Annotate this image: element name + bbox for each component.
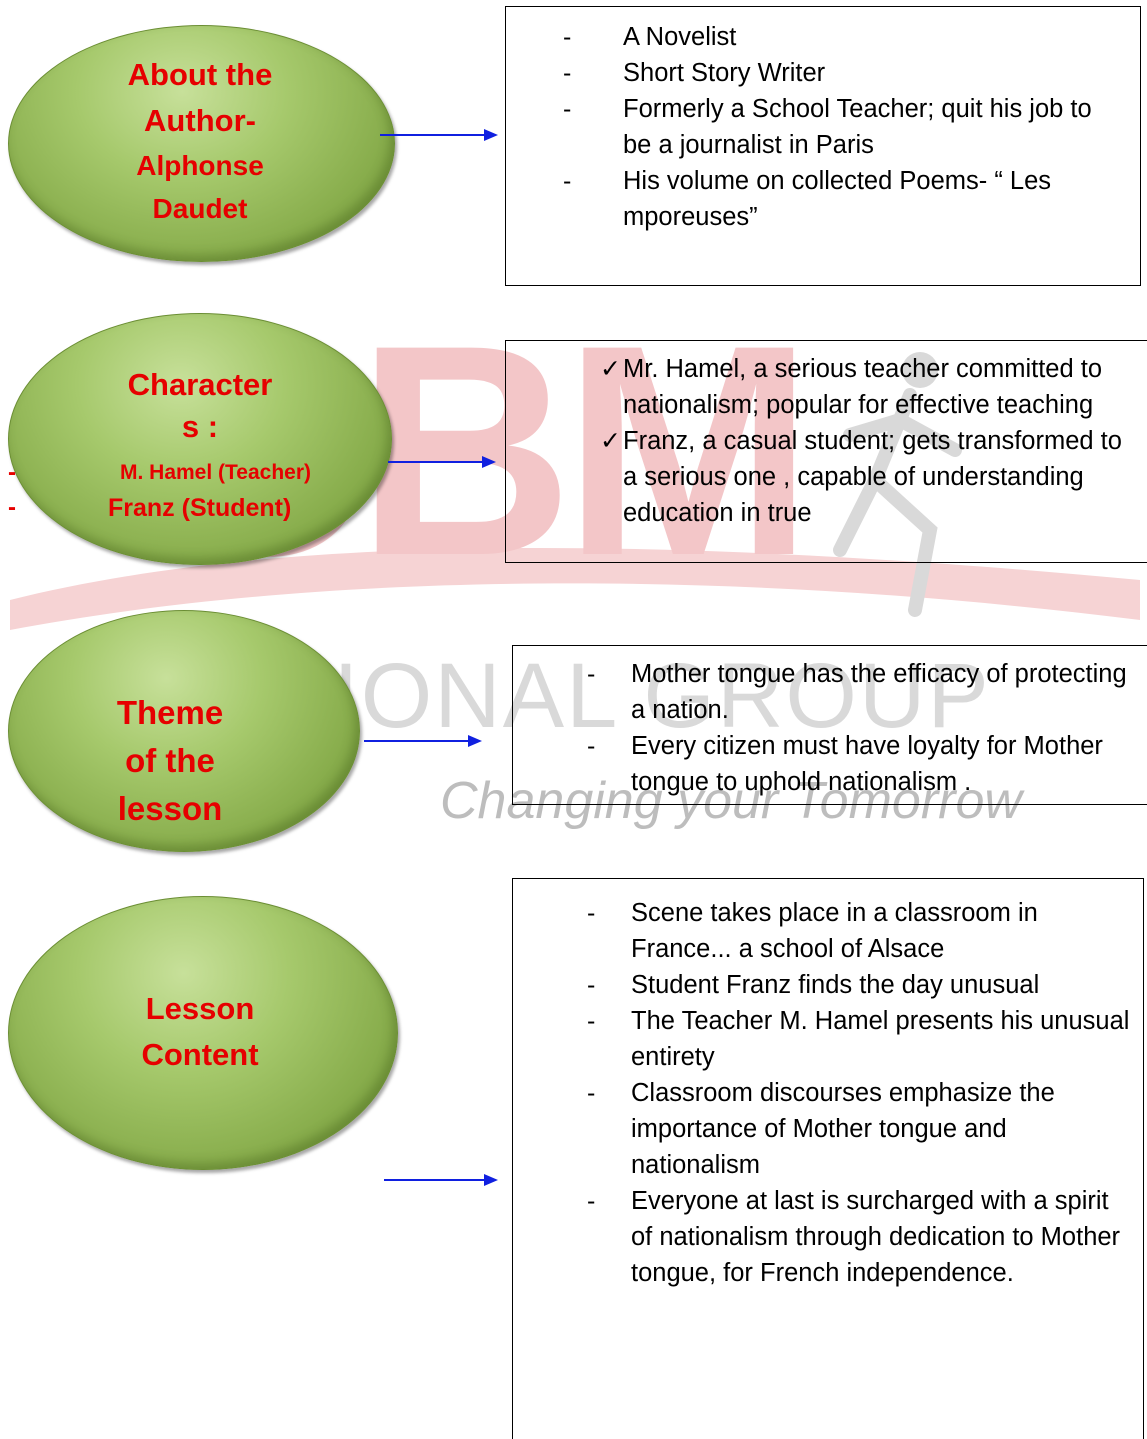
theme-title-line: lesson	[117, 790, 223, 827]
list-item: -Scene takes place in a classroom in Fra…	[587, 899, 1038, 963]
theme-title-line: of the	[125, 742, 215, 779]
author-bubble	[8, 25, 395, 262]
theme-title-line: Theme	[116, 694, 224, 731]
theme-details-list: -Mother tongue has the efficacy of prote…	[587, 656, 1146, 800]
list-item: -Short Story Writer	[563, 59, 826, 87]
author-bubble-title: About the Author- Alphonse Daudet	[75, 52, 325, 230]
list-item: -Classroom discourses emphasize the impo…	[587, 1079, 1055, 1179]
list-item: -Mother tongue has the efficacy of prote…	[587, 660, 1127, 724]
author-name-line: Alphonse	[136, 150, 264, 181]
author-title-line: About the	[127, 57, 273, 92]
list-item: -Every citizen must have loyalty for Mot…	[587, 732, 1103, 796]
character-dash: -	[8, 459, 16, 486]
list-item: ✓Mr. Hamel, a serious teacher committed …	[600, 355, 1103, 419]
list-item: -Formerly a School Teacher; quit his job…	[563, 95, 1092, 159]
content-bubble-title: Lesson Content	[100, 986, 300, 1078]
characters-title-line: s :	[181, 409, 219, 444]
characters-details-box: ✓Mr. Hamel, a serious teacher committed …	[505, 340, 1147, 563]
content-title-line: Content	[141, 1037, 259, 1072]
list-item: -His volume on collected Poems- “ Les mp…	[563, 167, 1052, 231]
list-item: -Student Franz finds the day unusual	[587, 971, 1040, 999]
character-name-student: Franz (Student)	[108, 494, 292, 522]
author-details-box: -A Novelist -Short Story Writer -Formerl…	[505, 6, 1141, 286]
author-arrow	[380, 129, 498, 141]
list-item: ✓Franz, a casual student; gets transform…	[600, 427, 1122, 527]
author-title-line: Author-	[144, 103, 256, 138]
list-item: -A Novelist	[563, 23, 737, 51]
content-details-list: -Scene takes place in a classroom in Fra…	[587, 895, 1131, 1291]
list-item: -Everyone at last is surcharged with a s…	[587, 1187, 1121, 1287]
characters-arrow	[388, 456, 496, 468]
theme-details-box: -Mother tongue has the efficacy of prote…	[512, 645, 1147, 805]
author-details-list: -A Novelist -Short Story Writer -Formerl…	[563, 19, 1093, 235]
list-item: -The Teacher M. Hamel presents his unusu…	[587, 1007, 1130, 1071]
content-title-line: Lesson	[145, 991, 255, 1026]
character-dash: -	[8, 494, 16, 521]
theme-arrow	[364, 735, 482, 747]
characters-bubble	[8, 313, 392, 565]
content-arrow	[384, 1174, 498, 1186]
characters-bubble-title: Character s :	[60, 363, 340, 447]
theme-bubble-title: Theme of the lesson	[70, 689, 270, 833]
content-bubble	[8, 896, 398, 1170]
author-name-line: Daudet	[152, 193, 248, 224]
characters-title-line: Character	[127, 367, 273, 402]
characters-details-list: ✓Mr. Hamel, a serious teacher committed …	[600, 351, 1128, 531]
content-details-box: -Scene takes place in a classroom in Fra…	[512, 878, 1144, 1439]
character-name-teacher: M. Hamel (Teacher)	[120, 461, 311, 484]
theme-bubble	[8, 610, 360, 852]
